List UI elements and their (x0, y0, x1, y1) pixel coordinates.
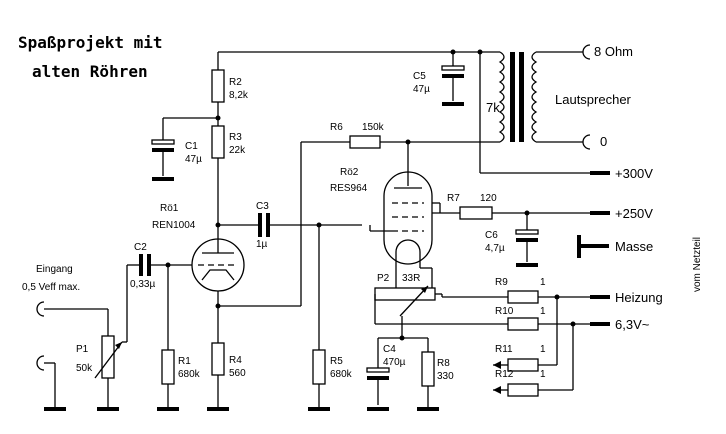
supply-rail-top (218, 49, 483, 55)
c2-name: C2 (134, 242, 147, 253)
output-transformer: 7k Lautsprecher (480, 51, 632, 143)
resistor-r10: R10 1 (495, 306, 610, 331)
r4-value: 560 (229, 368, 246, 379)
r12-value: 1 (540, 369, 546, 380)
c1-name: C1 (185, 141, 198, 152)
r11-name: R11 (495, 344, 513, 355)
c1-value: 47µ (185, 154, 202, 165)
r1-value: 680k (178, 369, 201, 380)
c5-name: C5 (413, 71, 426, 82)
terminal-heater: Heizung (615, 290, 663, 305)
r10-value: 1 (540, 306, 546, 317)
r7-name: R7 (447, 193, 460, 204)
p1-name: P1 (76, 344, 89, 355)
capacitor-c4: C4 470µ (366, 344, 406, 411)
r3-value: 22k (229, 145, 246, 156)
c3-name: C3 (256, 201, 269, 212)
input-label-1: Eingang (36, 264, 73, 275)
resistor-r9: R9 1 (495, 277, 610, 304)
transformer-impedance: 7k (486, 100, 500, 115)
r12-name: R12 (495, 369, 514, 380)
resistor-r4: R4 560 (207, 342, 246, 411)
feedback-path (215, 141, 350, 309)
p2-name: P2 (377, 273, 390, 284)
terminal-300v: +300V (615, 166, 653, 181)
title-line-2: alten Röhren (32, 62, 148, 81)
resistor-r6: R6 150k (330, 122, 480, 149)
potentiometer-p1: P1 50k (76, 265, 128, 411)
capacitor-c6: C6 4,7µ (485, 213, 539, 267)
tube-ro1: Rö1 REN1004 (152, 203, 245, 343)
r2-value: 8,2k (229, 90, 249, 101)
c3-value: 1µ (256, 239, 268, 250)
tube2-name: Rö2 (340, 167, 359, 178)
side-note: vom Netzteil (692, 237, 703, 292)
resistor-r3: R3 22k (211, 125, 246, 243)
c6-value: 4,7µ (485, 243, 505, 254)
r8-name: R8 (437, 358, 450, 369)
r6-value: 150k (362, 122, 385, 133)
supply-300v-line (479, 52, 610, 175)
r5-name: R5 (330, 356, 343, 367)
potentiometer-p2: P2 33R (374, 267, 436, 317)
input-label-2: 0,5 Veff max. (22, 282, 80, 293)
tap-8ohm-label: 8 Ohm (594, 44, 633, 59)
terminal-ground: Masse (615, 239, 653, 254)
resistor-r2: R2 8,2k (211, 52, 249, 126)
heater-network (374, 293, 508, 368)
r4-name: R4 (229, 355, 242, 366)
terminal-heater-voltage: 6,3V~ (615, 317, 650, 332)
c4-value: 470µ (383, 357, 406, 368)
speaker-label: Lautsprecher (555, 92, 632, 107)
resistor-r12: R12 1 (493, 324, 574, 397)
tube2-type: RES964 (330, 183, 368, 194)
tube-ro2: Rö2 RES964 (330, 142, 460, 268)
tube1-type: REN1004 (152, 220, 196, 231)
c4-name: C4 (383, 344, 396, 355)
r5-value: 680k (330, 369, 353, 380)
r2-name: R2 (229, 77, 242, 88)
r6-name: R6 (330, 122, 343, 133)
resistor-r11: R11 1 (493, 297, 558, 372)
capacitor-c3: C3 1µ (215, 201, 362, 250)
r9-value: 1 (540, 277, 546, 288)
p2-value: 33R (402, 273, 420, 284)
resistor-r1: R1 680k (157, 265, 201, 411)
tap-0-label: 0 (600, 134, 607, 149)
r8-value: 330 (437, 371, 454, 382)
r9-name: R9 (495, 277, 508, 288)
terminal-250v: +250V (615, 206, 653, 221)
resistor-r8: R8 330 (417, 351, 454, 411)
capacitor-c5: C5 47µ (413, 52, 465, 106)
p1-value: 50k (76, 363, 93, 374)
input-jack (36, 301, 108, 411)
speaker-terminal-8ohm: 8 Ohm (582, 44, 633, 60)
capacitor-c2: C2 0,33µ (127, 242, 192, 290)
r10-name: R10 (495, 306, 514, 317)
c5-value: 47µ (413, 84, 430, 95)
resistor-r5: R5 680k (308, 225, 353, 411)
c2-value: 0,33µ (130, 279, 155, 290)
c6-name: C6 (485, 230, 498, 241)
ground-terminal: Masse (577, 235, 653, 258)
tube1-name: Rö1 (160, 203, 179, 214)
title-line-1: Spaßprojekt mit (18, 33, 163, 52)
r3-name: R3 (229, 132, 242, 143)
r1-name: R1 (178, 356, 191, 367)
resistor-r7: R7 120 (447, 193, 610, 220)
capacitor-c1: C1 47µ (151, 115, 221, 181)
r7-value: 120 (480, 193, 497, 204)
speaker-terminal-0: 0 (582, 134, 607, 150)
r11-value: 1 (540, 344, 546, 355)
